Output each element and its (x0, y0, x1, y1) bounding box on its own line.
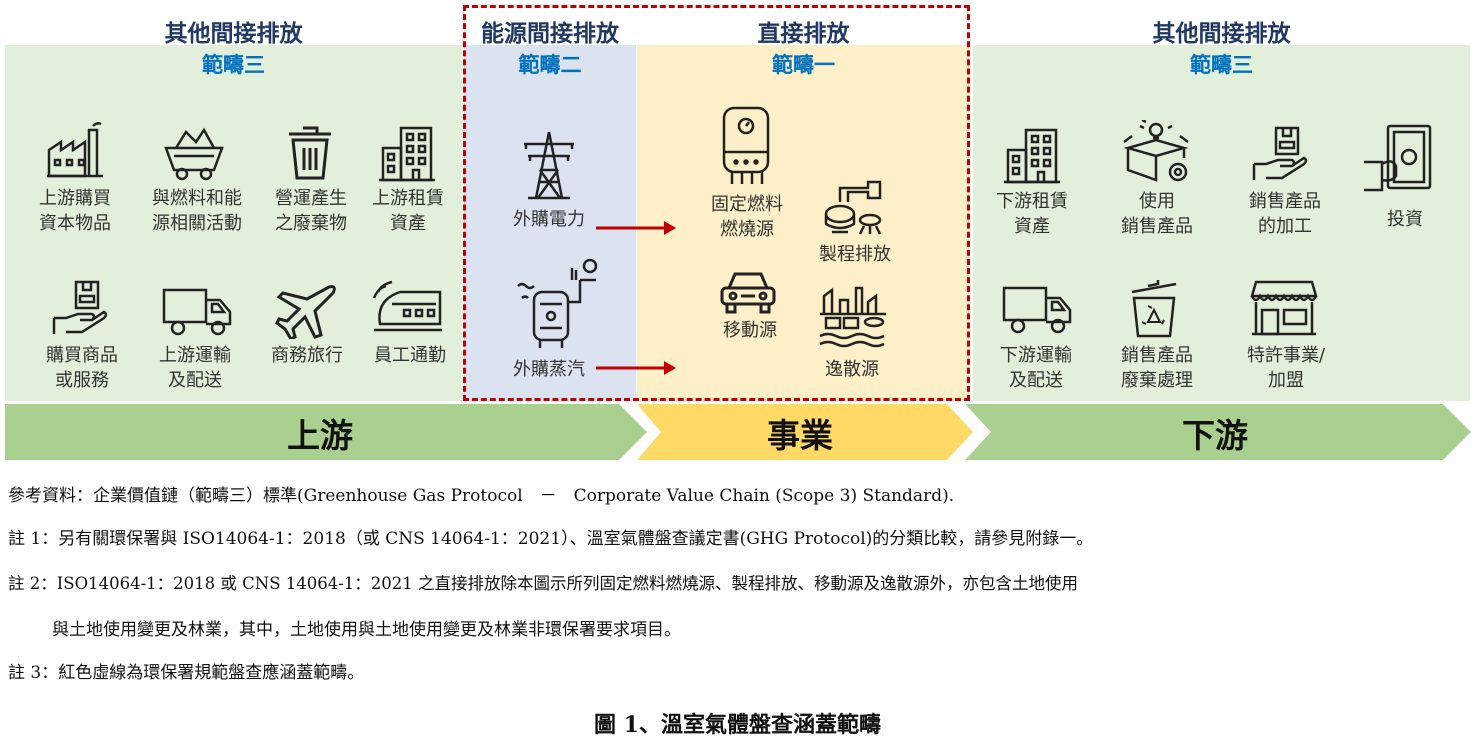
value-chain-bar (5, 404, 1472, 460)
train-icon (372, 280, 444, 336)
water-heater-icon (718, 104, 774, 188)
item-label: 下游租賃 資產 (996, 191, 1068, 237)
item-label: 特許事業/ 加盟 (1246, 345, 1326, 391)
operations-label: 事業 (767, 416, 833, 455)
downstream-label: 下游 (1182, 416, 1248, 455)
item-label: 上游租賃 資產 (372, 188, 444, 234)
item-label: 員工通勤 (374, 345, 446, 366)
right-scope-label: 範疇三 (1190, 53, 1253, 77)
office-building-icon (1002, 126, 1062, 186)
left-scope-label: 範疇三 (202, 53, 265, 77)
truck-icon (160, 286, 234, 336)
airplane-icon (275, 283, 339, 339)
downstream-scope3-panel (973, 45, 1470, 401)
item-label: 外購蒸汽 (513, 359, 585, 380)
item-label: 購買商品 或服務 (46, 345, 118, 391)
upstream-scope3-panel (5, 45, 462, 401)
item-label: 固定燃料 燃燒源 (711, 194, 783, 240)
scope1-panel (637, 45, 970, 401)
arrow-icon (596, 218, 678, 238)
item-label: 上游運輸 及配送 (159, 345, 231, 391)
item-label: 使用 銷售產品 (1121, 191, 1193, 237)
hand-package-icon (52, 280, 112, 338)
note-2-continued: 與土地使用變更及林業，其中，土地使用與土地使用變更及林業非環保署要求項目。 (52, 620, 681, 640)
item-label: 與燃料和能 源相關活動 (152, 188, 242, 234)
item-label: 下游運輸 及配送 (1000, 345, 1072, 391)
figure-caption: 圖 1、溫室氣體盤查涵蓋範疇 (594, 712, 881, 738)
truck-icon (1000, 284, 1074, 334)
scope2-header: 能源間接排放 (481, 21, 619, 47)
note-3: 註 3：紅色虛線為環保署規範盤查應涵蓋範疇。 (8, 663, 365, 683)
storefront-icon (1250, 280, 1318, 338)
scope2-panel (464, 45, 636, 401)
item-label: 製程排放 (819, 244, 891, 265)
item-label: 移動源 (723, 320, 777, 341)
steam-boiler-icon (514, 258, 600, 350)
item-label: 逸散源 (825, 359, 879, 380)
note-1: 註 1：另有關環保署與 ISO14064-1：2018（或 CNS 14064-… (8, 529, 1094, 549)
scope1-header: 直接排放 (757, 21, 850, 47)
note-2: 註 2：ISO14064-1：2018 或 CNS 14064-1：2021 之… (8, 574, 1079, 593)
recycle-bin-icon (1126, 278, 1182, 338)
item-label: 投資 (1387, 209, 1423, 230)
process-pipe-icon (820, 180, 886, 236)
item-label: 外購電力 (513, 209, 585, 230)
item-label: 銷售產品 的加工 (1249, 191, 1321, 237)
item-label: 營運產生 之廢棄物 (275, 188, 347, 234)
item-label: 銷售產品 廢棄處理 (1121, 345, 1193, 391)
trash-bin-icon (285, 124, 335, 182)
product-box-icon (1122, 120, 1192, 186)
left-header: 其他間接排放 (164, 21, 303, 47)
arrow-icon (596, 358, 678, 378)
industrial-plant-icon (818, 284, 888, 348)
hand-package-icon (1252, 126, 1312, 184)
power-tower-icon (520, 130, 578, 200)
epa-required-scope-dashed-box (463, 5, 970, 401)
item-label: 商務旅行 (271, 345, 343, 366)
car-icon (719, 270, 777, 316)
coal-cart-icon (162, 124, 226, 182)
upstream-label: 上游 (287, 416, 353, 455)
scope1-scope-label: 範疇一 (772, 53, 835, 77)
office-building-icon (377, 124, 437, 184)
right-header: 其他間接排放 (1152, 21, 1291, 47)
reference-note: 參考資料：企業價值鏈（範疇三）標準(Greenhouse Gas Protoco… (8, 486, 955, 506)
scope2-scope-label: 範疇二 (518, 53, 582, 77)
item-label: 上游購買 資本物品 (39, 188, 111, 234)
money-hand-icon (1362, 124, 1436, 196)
factory-icon (45, 120, 105, 180)
